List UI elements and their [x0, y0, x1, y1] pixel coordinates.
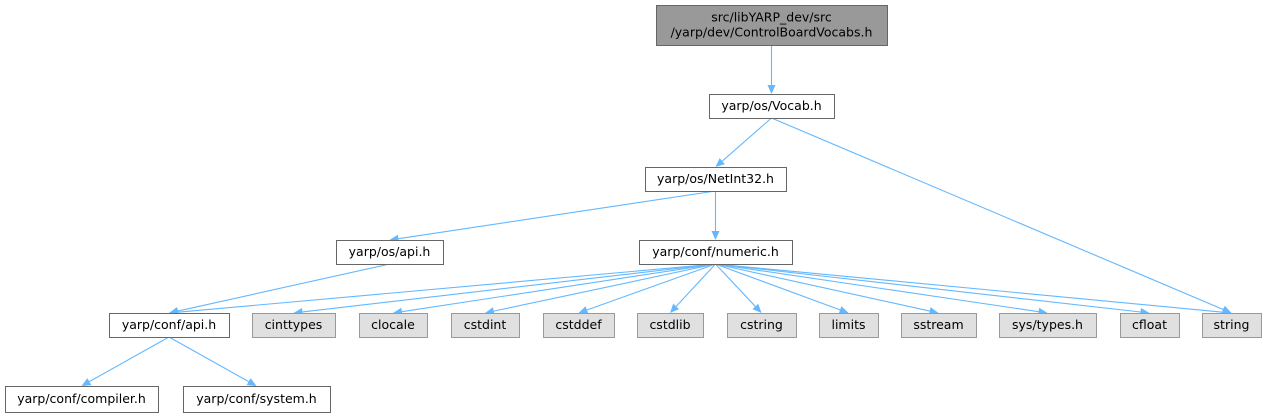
node-box-root: [656, 5, 888, 46]
node-label-numeric: yarp/conf/numeric.h: [652, 244, 779, 259]
node-cstdint: cstdint: [451, 313, 520, 338]
edge-netint32-to-os_api: [398, 190, 716, 240]
node-box-string: [1202, 313, 1262, 338]
node-sstream: sstream: [901, 313, 977, 338]
arrowhead-numeric: [711, 231, 720, 240]
edge-numeric-to-systypes: [715, 263, 1039, 313]
node-label-limits: limits: [831, 317, 865, 332]
node-box-numeric: [639, 240, 793, 265]
node-compiler[interactable]: yarp/conf/compiler.h: [5, 386, 159, 413]
edge-numeric-to-sstream: [715, 263, 930, 312]
edge-numeric-to-cstring: [715, 263, 756, 307]
node-box-clocale: [359, 313, 428, 338]
node-box-system: [183, 386, 331, 413]
arrowhead-vocab: [767, 85, 776, 94]
edge-numeric-to-conf_api: [177, 263, 716, 313]
node-label-cinttypes: cinttypes: [265, 317, 323, 332]
edge-conf_api-to-compiler: [89, 336, 170, 383]
node-box-cfloat: [1120, 313, 1180, 338]
arrowhead-cstring: [752, 303, 762, 313]
node-label-string: string: [1214, 317, 1250, 332]
arrowhead-cstdlib: [670, 303, 680, 313]
node-box-cstddef: [543, 313, 615, 338]
node-label-vocab: yarp/os/Vocab.h: [721, 98, 821, 113]
node-cstring: cstring: [727, 313, 797, 338]
node-box-vocab: [709, 94, 835, 119]
node-conf_api[interactable]: yarp/conf/api.h: [109, 313, 230, 338]
node-box-compiler: [5, 386, 159, 413]
edge-numeric-to-limits: [715, 263, 841, 311]
edge-conf_api-to-system: [168, 336, 249, 383]
node-label-conf_api: yarp/conf/api.h: [122, 317, 216, 332]
node-box-cstdint: [451, 313, 520, 338]
node-root[interactable]: src/libYARP_dev/src/yarp/dev/ControlBoar…: [656, 5, 888, 46]
arrowhead-system: [246, 378, 257, 386]
arrowhead-netint32: [715, 158, 725, 167]
node-box-cstring: [727, 313, 797, 338]
node-systypes: sys/types.h: [999, 313, 1097, 338]
node-system[interactable]: yarp/conf/system.h: [183, 386, 331, 413]
edge-numeric-to-clocale: [401, 263, 716, 313]
node-label-cstdlib: cstdlib: [649, 317, 690, 332]
arrowhead-compiler: [81, 378, 92, 386]
node-vocab[interactable]: yarp/os/Vocab.h: [709, 94, 835, 119]
node-box-netint32: [645, 167, 787, 192]
edge-numeric-to-string: [715, 263, 1223, 313]
node-box-cinttypes: [252, 313, 336, 338]
node-box-conf_api: [109, 313, 230, 338]
edge-numeric-to-cstddef: [586, 263, 716, 311]
node-label-cstddef: cstddef: [555, 317, 602, 332]
node-label-cfloat: cfloat: [1132, 317, 1167, 332]
node-clocale: clocale: [359, 313, 428, 338]
nodes-layer: src/libYARP_dev/src/yarp/dev/ControlBoar…: [5, 5, 1262, 413]
node-os_api[interactable]: yarp/os/api.h: [336, 240, 444, 265]
node-netint32[interactable]: yarp/os/NetInt32.h: [645, 167, 787, 192]
node-label-sstream: sstream: [913, 317, 963, 332]
node-numeric[interactable]: yarp/conf/numeric.h: [639, 240, 793, 265]
node-cstddef: cstddef: [543, 313, 615, 338]
node-label-os_api: yarp/os/api.h: [349, 244, 431, 259]
node-box-cstdlib: [637, 313, 704, 338]
node-box-limits: [819, 313, 879, 338]
node-label-compiler: yarp/conf/compiler.h: [17, 391, 146, 406]
node-label-cstring: cstring: [740, 317, 783, 332]
node-limits: limits: [819, 313, 879, 338]
node-cfloat: cfloat: [1120, 313, 1180, 338]
edge-os_api-to-conf_api: [177, 263, 390, 312]
edge-vocab-to-string: [771, 117, 1224, 310]
node-label-root: /yarp/dev/ControlBoardVocabs.h: [671, 25, 873, 40]
node-box-systypes: [999, 313, 1097, 338]
node-cinttypes: cinttypes: [252, 313, 336, 338]
edge-numeric-to-cstdlib: [675, 263, 716, 307]
arrowhead-cstddef: [578, 306, 589, 314]
node-label-root: src/libYARP_dev/src: [711, 10, 832, 25]
node-label-cstdint: cstdint: [464, 317, 507, 332]
node-string: string: [1202, 313, 1262, 338]
node-label-systypes: sys/types.h: [1012, 317, 1083, 332]
edge-vocab-to-netint32: [721, 117, 772, 162]
node-cstdlib: cstdlib: [637, 313, 704, 338]
node-box-os_api: [336, 240, 444, 265]
edge-numeric-to-cstdint: [493, 263, 716, 312]
node-label-system: yarp/conf/system.h: [196, 391, 316, 406]
node-box-sstream: [901, 313, 977, 338]
edge-numeric-to-cinttypes: [302, 263, 716, 313]
arrowhead-limits: [838, 306, 849, 314]
node-label-netint32: yarp/os/NetInt32.h: [657, 171, 774, 186]
edge-numeric-to-cfloat: [715, 263, 1141, 313]
node-label-clocale: clocale: [371, 317, 415, 332]
